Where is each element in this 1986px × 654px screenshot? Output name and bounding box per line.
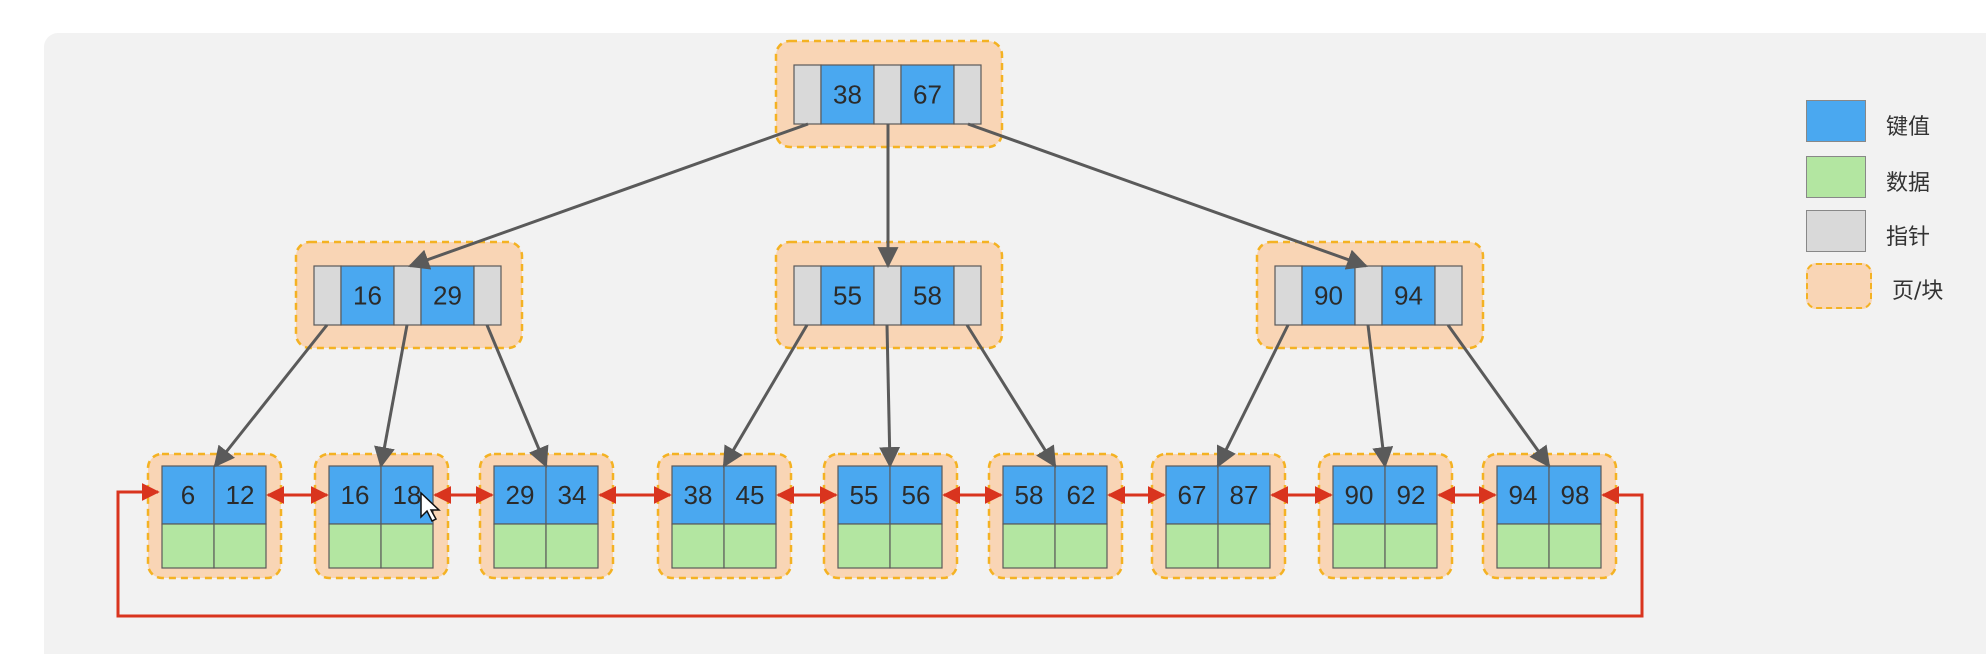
leaf-node-9-data-1 [1496,523,1550,569]
leaf-node-3-data-1 [493,523,547,569]
internal-node-3-key-1-label: 90 [1314,281,1343,311]
leaf-node-7-key-1-label: 67 [1178,480,1207,510]
leaf-node-5-data-2 [889,523,943,569]
legend-swatch-pointer [1806,210,1866,252]
legend-item-page: 页/块 [1806,263,1976,309]
arrow-internal-3-to-leaf-8 [1366,324,1394,469]
internal-node-3-pointer-2 [1354,265,1383,326]
leaf-node-6-data-2 [1054,523,1108,569]
internal-node-3-key-2-label: 94 [1394,281,1423,311]
leaf-node-3-key-1-label: 29 [506,480,535,510]
leaf-node-8-data-1 [1332,523,1386,569]
root-node-pointer-2 [873,64,902,125]
legend-label-page: 页/块 [1892,279,1944,304]
internal-node-1-key-2-label: 29 [433,281,462,311]
arrow-internal-1-to-leaf-1 [213,324,329,468]
root-node-key-2-label: 67 [913,80,942,110]
leaf-node-7-data-2 [1217,523,1271,569]
leaf-node-4-key-2-label: 45 [736,480,765,510]
leaf-node-2-data-2 [380,523,434,569]
leaf-link-wraparound [116,483,1644,618]
leaf-node-4-data-1 [671,523,725,569]
internal-node-2-key-2 [900,265,955,326]
legend-swatch-data [1806,156,1866,198]
internal-node-2-key-1-label: 55 [833,281,862,311]
leaf-node-2-key-1-label: 16 [341,480,370,510]
legend-item-pointer: 指针 [1806,210,1976,254]
internal-node-3-key-2 [1381,265,1436,326]
legend-label-pointer: 指针 [1886,225,1931,250]
arrow-internal-1-to-leaf-2 [374,324,409,469]
leaf-node-8-key-2-label: 92 [1397,480,1426,510]
leaf-node-1-data-2 [213,523,267,569]
leaf-node-9-key-1-label: 94 [1509,480,1538,510]
internal-node-2-pointer-1 [793,265,822,326]
leaf-node-8-key-1-label: 90 [1345,480,1374,510]
internal-node-2-pointer-2 [873,265,902,326]
leaf-node-6-key-1-label: 58 [1015,480,1044,510]
legend-label-data: 数据 [1886,171,1931,196]
leaf-node-5-key-2-label: 56 [902,480,931,510]
internal-node-2-pointer-3 [953,265,982,326]
leaf-node-2-data-1 [328,523,382,569]
root-node-pointer-3 [953,64,982,125]
leaf-node-5-data-1 [837,523,891,569]
internal-node-3-pointer-1 [1274,265,1303,326]
mouse-cursor-icon [420,491,441,523]
legend-item-key: 键值 [1806,100,1976,144]
arrow-internal-1-to-leaf-3 [485,324,549,468]
arrow-internal-3-to-leaf-9 [1446,324,1551,468]
legend-swatch-key [1806,100,1866,142]
arrow-internal-2-to-leaf-6 [965,324,1057,468]
leaf-node-3-data-2 [545,523,599,569]
leaf-node-7-key-2-label: 87 [1230,480,1259,510]
leaf-node-2-key-2-label: 18 [393,480,422,510]
legend-item-data: 数据 [1806,156,1976,200]
internal-node-2-key-2-label: 58 [913,281,942,311]
arrow-root-to-internal-3 [967,122,1368,270]
internal-node-3-pointer-3 [1434,265,1463,326]
root-node-pointer-1 [793,64,822,125]
leaf-node-6-data-1 [1002,523,1056,569]
legend-label-key: 键值 [1886,115,1931,140]
root-node-key-1 [820,64,875,125]
arrow-internal-2-to-leaf-4 [722,324,809,468]
leaf-node-4-key-1-label: 38 [684,480,713,510]
leaf-node-1-data-1 [161,523,215,569]
arrow-root-to-internal-1 [408,122,809,270]
leaf-node-3-key-2-label: 34 [558,480,587,510]
internal-node-1-pointer-3 [473,265,502,326]
leaf-node-9-key-2-label: 98 [1561,480,1590,510]
arrow-internal-2-to-leaf-5 [879,324,901,469]
root-node-key-1-label: 38 [833,80,862,110]
leaf-node-4-data-2 [723,523,777,569]
leaf-node-8-data-2 [1384,523,1438,569]
leaf-node-1-key-2-label: 12 [226,480,255,510]
internal-node-1-key-1-label: 16 [353,281,382,311]
internal-node-2-key-1 [820,265,875,326]
leaf-node-5-key-1-label: 55 [850,480,879,510]
leaf-node-7-data-1 [1165,523,1219,569]
internal-node-1-pointer-1 [313,265,342,326]
root-node-key-2 [900,64,955,125]
leaf-node-6-key-2-label: 62 [1067,480,1096,510]
arrow-internal-3-to-leaf-7 [1216,324,1290,468]
leaf-node-1-key-1-label: 6 [181,480,195,510]
leaf-node-9-data-2 [1548,523,1602,569]
internal-node-1-key-2 [420,265,475,326]
internal-node-1-pointer-2 [393,265,422,326]
legend-swatch-page [1806,263,1872,309]
